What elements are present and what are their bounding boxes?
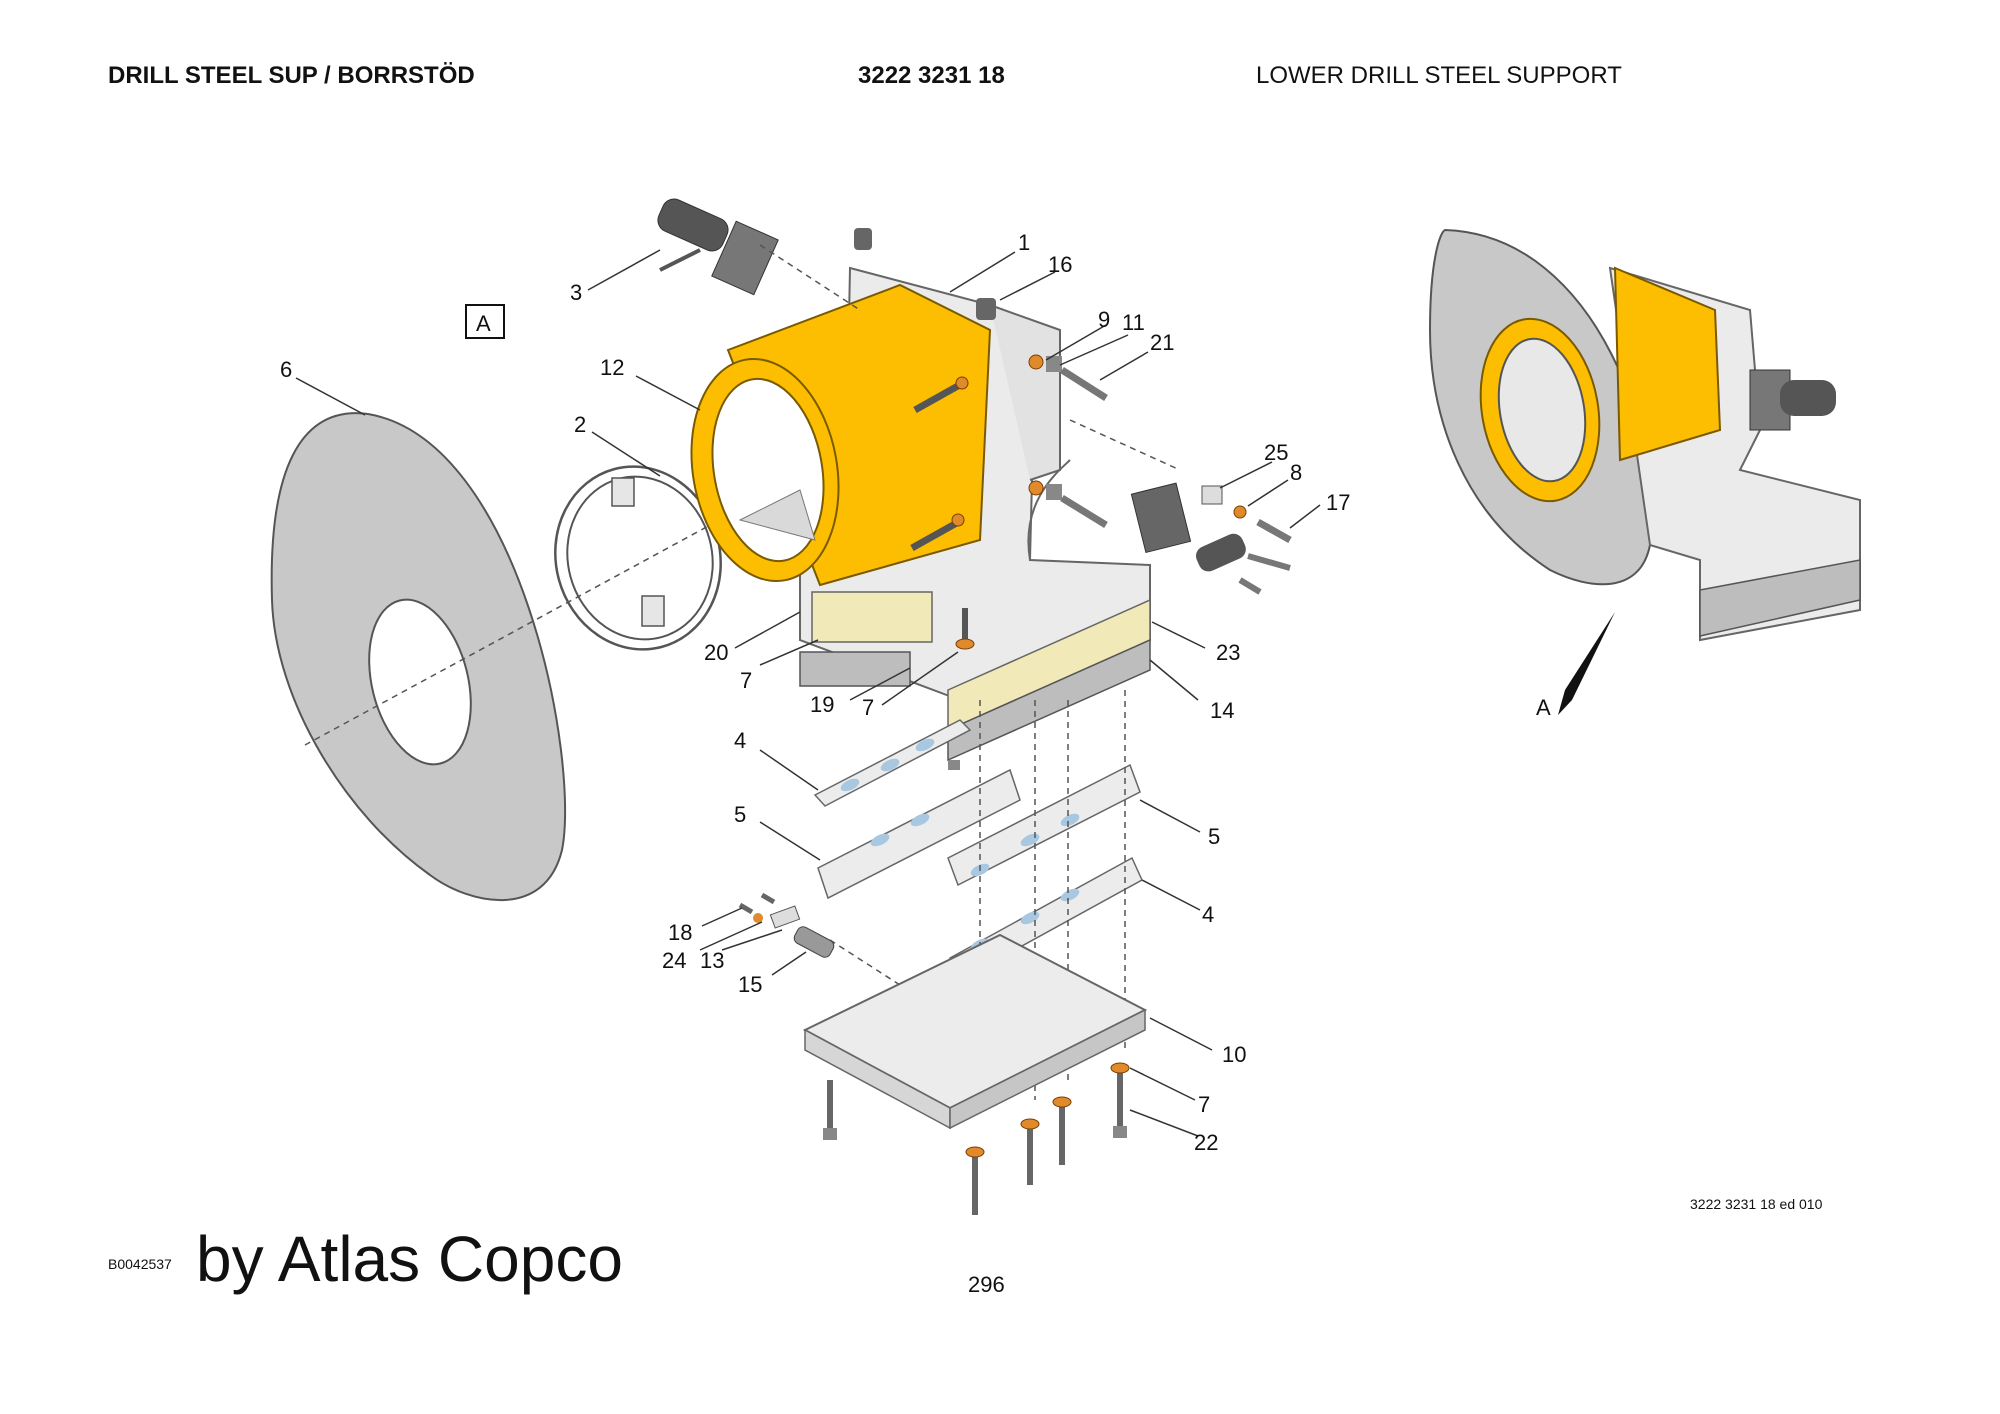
callout: 7 [740,668,752,693]
callout: 17 [1326,490,1350,515]
header-description: LOWER DRILL STEEL SUPPORT [1256,62,1622,89]
right-fasteners [1028,354,1292,595]
callout: 7 [862,695,874,720]
hydraulic-cylinder [657,198,861,311]
document-id: B0042537 [108,1256,172,1272]
callout: 2 [574,412,586,437]
callout: 18 [668,920,692,945]
shield-disc [270,412,831,902]
callout: 1 [1018,230,1030,255]
callout: 6 [280,357,292,382]
part-number: 3222 3231 18 [858,62,1005,89]
callout: 22 [1194,1130,1218,1155]
callout: 24 [662,948,686,973]
callout: 20 [704,640,728,665]
callout: 25 [1264,440,1288,465]
view-a-arrow-label: A [1536,695,1551,720]
bottom-bolts [823,1062,1130,1215]
callout: 8 [1290,460,1302,485]
callout: 5 [1208,824,1220,849]
callout: 11 [1122,310,1145,335]
yellow-housing [690,283,992,587]
callout: 23 [1216,640,1240,665]
page-number: 296 [968,1272,1005,1297]
header-title: DRILL STEEL SUP / BORRSTÖD [108,62,475,89]
small-parts [738,892,835,958]
callout: 13 [700,948,724,973]
callout: 10 [1222,1042,1246,1067]
callout: 16 [1048,252,1072,277]
callout: 5 [734,802,746,827]
view-a-marker: A [465,304,505,339]
view-a-marker-text: A [476,311,491,336]
assembled-view [1428,228,1861,642]
leader-lines [295,249,1321,1137]
housing-fasteners [854,228,996,552]
callout: 15 [738,972,762,997]
callout: 19 [810,692,834,717]
callout: 4 [1202,902,1214,927]
washer-bolt-7-19 [955,608,975,650]
callout: 4 [734,728,746,753]
callout-numbers: 1 16 3 9 11 21 12 2 6 25 8 17 20 7 19 7 … [280,230,1350,1155]
callout: 12 [600,355,624,380]
base-plate [802,933,1148,1130]
callout: 21 [1150,330,1174,355]
view-a-arrow: A [1536,612,1615,720]
guide-strips-left [813,719,1021,900]
drawing-reference: 3222 3231 18 ed 010 [1690,1196,1823,1212]
callout: 9 [1098,307,1110,332]
callout: 7 [1198,1092,1210,1117]
callout: 3 [570,280,582,305]
callout: 14 [1210,698,1234,723]
shim-stack [947,598,1151,770]
brand-text: by Atlas Copco [196,1223,623,1295]
